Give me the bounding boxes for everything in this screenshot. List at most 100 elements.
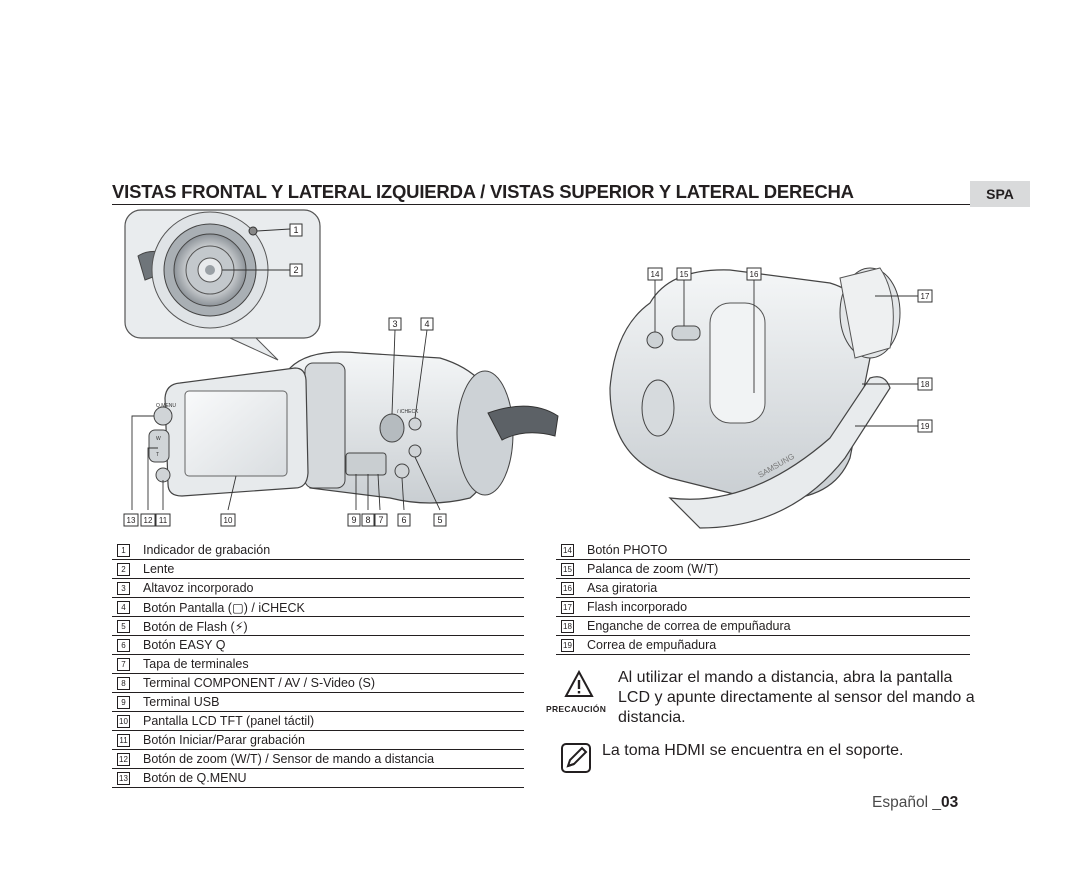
legend-row: 15 Palanca de zoom (W/T) xyxy=(556,560,970,579)
legend-text: Terminal USB xyxy=(143,695,220,709)
legend-text: Pantalla LCD TFT (panel táctil) xyxy=(143,714,315,728)
legend-text: Botón de zoom (W/T) / Sensor de mando a … xyxy=(143,752,435,766)
legend-text: Botón de Flash (⚡) xyxy=(143,619,248,634)
callout-9: 9 xyxy=(347,513,361,527)
callout-12: 12 xyxy=(140,513,156,527)
icheck-label: / iCHECK xyxy=(397,409,419,415)
legend-text: Correa de empuñadura xyxy=(587,638,717,652)
svg-text:9: 9 xyxy=(351,515,356,525)
legend-text: Asa giratoria xyxy=(587,581,658,595)
legend-text: Botón de Q.MENU xyxy=(143,771,247,785)
callout-4: 4 xyxy=(420,317,434,331)
callout-numbers: 1 2 3 4 13 12 11 10 9 8 7 6 5 14 15 16 1… xyxy=(123,223,933,527)
legend-number: 19 xyxy=(561,638,574,652)
callout-15: 15 xyxy=(676,267,692,281)
svg-text:19: 19 xyxy=(921,422,930,431)
legend-number: 9 xyxy=(117,695,130,709)
camcorder-right-view: SAMSUNG xyxy=(609,267,918,529)
zoom-w-label: W xyxy=(156,436,161,442)
svg-text:11: 11 xyxy=(159,516,168,525)
legend-number: 11 xyxy=(117,733,130,747)
legend-number: 7 xyxy=(117,657,130,671)
language-tab: SPA xyxy=(970,181,1030,207)
legend-text: Botón Iniciar/Parar grabación xyxy=(143,733,305,747)
callout-10: 10 xyxy=(220,513,236,527)
legend-row: 18 Enganche de correa de empuñadura xyxy=(556,617,970,636)
svg-text:2: 2 xyxy=(293,265,298,275)
camcorder-figure: Q.MENU W T / iCHECK SAMSUNG xyxy=(123,209,933,529)
legend-right: 14 Botón PHOTO 15 Palanca de zoom (W/T) 16 As… xyxy=(556,541,970,655)
caution-text: Al utilizar el mando a distancia, abra l… xyxy=(618,669,975,726)
svg-text:15: 15 xyxy=(680,270,689,279)
svg-text:5: 5 xyxy=(437,515,442,525)
callout-6: 6 xyxy=(397,513,411,527)
legend-number: 12 xyxy=(117,752,130,766)
legend-number: 16 xyxy=(561,581,574,595)
qmenu-label: Q.MENU xyxy=(156,403,176,409)
callout-7: 7 xyxy=(374,513,388,527)
legend-row: 9 Terminal USB xyxy=(112,693,524,712)
legend-number: 10 xyxy=(117,714,130,728)
legend-row: 5 Botón de Flash (⚡) xyxy=(112,617,524,636)
legend-text: Botón Pantalla (▢) / iCHECK xyxy=(143,600,305,615)
legend-row: 17 Flash incorporado xyxy=(556,598,970,617)
legend-text: Botón PHOTO xyxy=(587,543,668,557)
note-block: La toma HDMI se encuentra en el soporte. xyxy=(560,742,980,778)
legend-number: 4 xyxy=(117,600,130,614)
legend-text: Enganche de correa de empuñadura xyxy=(587,619,791,633)
svg-text:18: 18 xyxy=(921,380,930,389)
zoom-t-label: T xyxy=(156,452,159,458)
legend-number: 8 xyxy=(117,676,130,690)
legend-row: 4 Botón Pantalla (▢) / iCHECK xyxy=(112,598,524,617)
svg-text:10: 10 xyxy=(224,516,233,525)
callout-14: 14 xyxy=(647,267,663,281)
title-divider xyxy=(112,204,970,205)
legend-number: 5 xyxy=(117,619,130,633)
legend-number: 15 xyxy=(561,562,574,576)
legend-row: 8 Terminal COMPONENT / AV / S-Video (S) xyxy=(112,674,524,693)
svg-text:4: 4 xyxy=(424,319,429,329)
legend-number: 14 xyxy=(561,543,574,557)
callout-1: 1 xyxy=(289,223,303,237)
legend-number: 2 xyxy=(117,562,130,576)
svg-text:8: 8 xyxy=(365,515,370,525)
legend-number: 13 xyxy=(117,771,130,785)
callout-13: 13 xyxy=(123,513,139,527)
caution-label: PRECAUCIÓN xyxy=(546,704,607,714)
legend-text: Botón EASY Q xyxy=(143,638,226,652)
legend-number: 6 xyxy=(117,638,130,652)
legend-row: 6 Botón EASY Q xyxy=(112,636,524,655)
legend-row: 19 Correa de empuñadura xyxy=(556,636,970,655)
page-title: VISTAS FRONTAL Y LATERAL IZQUIERDA / VIS… xyxy=(112,181,854,202)
callout-17: 17 xyxy=(917,289,933,303)
camcorder-left-view: Q.MENU W T / iCHECK xyxy=(131,329,559,511)
page-footer: Español _03 xyxy=(872,794,958,812)
svg-text:3: 3 xyxy=(392,319,397,329)
legend-text: Terminal COMPONENT / AV / S-Video (S) xyxy=(143,676,376,690)
callout-16: 16 xyxy=(746,267,762,281)
svg-text:14: 14 xyxy=(651,270,660,279)
legend-row: 10 Pantalla LCD TFT (panel táctil) xyxy=(112,712,524,731)
legend-row: 13 Botón de Q.MENU xyxy=(112,769,524,788)
svg-text:16: 16 xyxy=(750,270,759,279)
legend-number: 17 xyxy=(561,600,574,614)
warning-triangle-icon xyxy=(564,670,594,697)
legend-row: 16 Asa giratoria xyxy=(556,579,970,598)
note-pencil-icon xyxy=(561,743,591,773)
callout-2: 2 xyxy=(289,263,303,277)
page-number: 03 xyxy=(940,794,959,811)
legend-number: 3 xyxy=(117,581,130,595)
footer-language: Español _ xyxy=(872,794,941,811)
legend-text: Flash incorporado xyxy=(587,600,688,614)
legend-text: Altavoz incorporado xyxy=(143,581,254,595)
svg-text:17: 17 xyxy=(921,292,930,301)
callout-18: 18 xyxy=(917,377,933,391)
legend-number: 18 xyxy=(561,619,574,633)
callout-19: 19 xyxy=(917,419,933,433)
legend-number: 1 xyxy=(117,543,130,557)
legend-text: Palanca de zoom (W/T) xyxy=(587,562,719,576)
callout-3: 3 xyxy=(388,317,402,331)
